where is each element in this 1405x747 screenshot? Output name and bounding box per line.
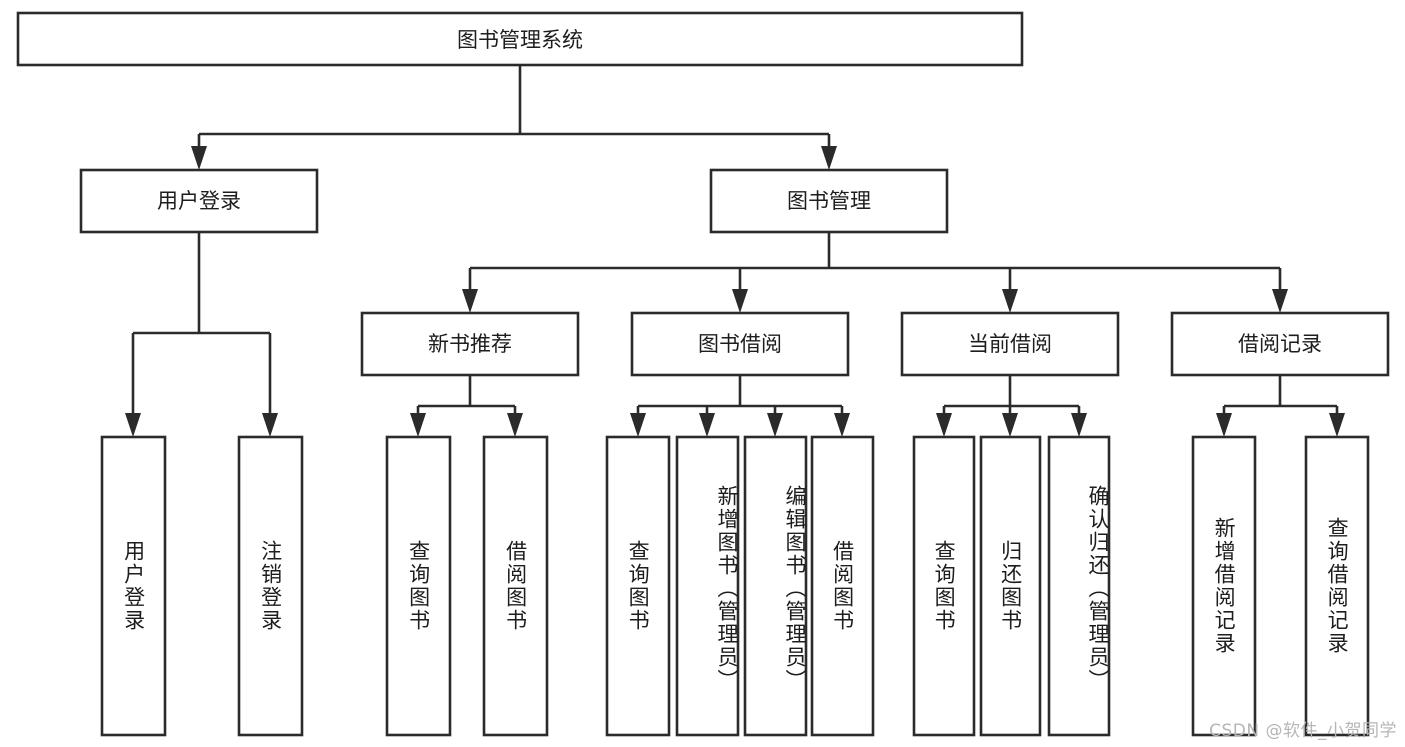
node-book-management-box [709, 168, 949, 234]
node-root-box [16, 11, 1024, 67]
connector-book-management-to-level3 [462, 232, 1288, 313]
node-current-borrow[interactable]: 当前借阅 [900, 311, 1120, 377]
arrow-book-management [821, 146, 837, 170]
leaf-box-add-book-admin[interactable] [675, 435, 740, 737]
node-root[interactable]: 图书管理系统 [16, 11, 1024, 67]
node-book-borrow-label: 图书借阅 [698, 332, 782, 356]
arrow-leaf-add-borrow-record [1216, 413, 1232, 437]
leaf-box-query-book-2[interactable] [605, 435, 671, 737]
node-book-borrow[interactable]: 图书借阅 [630, 311, 850, 377]
connector-root-to-level2 [191, 65, 837, 170]
node-current-borrow-label: 当前借阅 [968, 332, 1052, 356]
leaf-box-borrow-book-1[interactable] [482, 435, 549, 737]
connector-user-login-to-leaves [125, 232, 278, 437]
arrow-leaf-query-book-3 [936, 413, 952, 437]
node-book-management-label: 图书管理 [787, 189, 871, 213]
arrow-leaf-query-book-1 [410, 413, 426, 437]
leaf-box-query-book-3[interactable] [912, 435, 976, 737]
leaf-box-confirm-return-admin[interactable] [1047, 435, 1111, 737]
connector-book-borrow-to-leaves [630, 375, 850, 437]
node-current-borrow-box [900, 311, 1120, 377]
arrow-leaf-query-book-2 [630, 413, 646, 437]
arrow-leaf-add-book-admin [699, 413, 715, 437]
arrow-leaf-user-login [125, 413, 141, 437]
node-user-login[interactable]: 用户登录 [79, 168, 319, 234]
node-borrow-record-box [1170, 311, 1390, 377]
node-borrow-record[interactable]: 借阅记录 [1170, 311, 1390, 377]
arrow-leaf-confirm-return-admin [1071, 413, 1087, 437]
node-borrow-record-label: 借阅记录 [1238, 332, 1322, 356]
arrow-leaf-return-book [1002, 413, 1018, 437]
arrow-leaf-borrow-book-2 [834, 413, 850, 437]
connector-borrow-record-to-leaves [1216, 375, 1345, 437]
leaf-box-return-book[interactable] [979, 435, 1042, 737]
leaf-box-user-login[interactable] [100, 435, 167, 737]
node-new-book-recommend[interactable]: 新书推荐 [360, 311, 580, 377]
node-book-management[interactable]: 图书管理 [709, 168, 949, 234]
node-new-book-recommend-box [360, 311, 580, 377]
arrow-borrow-record [1272, 289, 1288, 313]
node-book-borrow-box [630, 311, 850, 377]
leaf-box-logout-login[interactable] [237, 435, 304, 737]
node-root-label: 图书管理系统 [457, 28, 583, 52]
leaf-box-edit-book-admin[interactable] [743, 435, 808, 737]
arrow-new-book-recommend [462, 289, 478, 313]
leaf-box-query-book-1[interactable] [385, 435, 452, 737]
node-new-book-recommend-label: 新书推荐 [428, 332, 512, 356]
connector-current-borrow-to-leaves [936, 375, 1087, 437]
arrow-user-login [191, 146, 207, 170]
connector-new-book-recommend-to-leaves [410, 375, 523, 437]
csdn-watermark: CSDN @软件_小贺同学 [1209, 721, 1397, 741]
arrow-leaf-logout-login [262, 413, 278, 437]
leaf-box-borrow-book-2[interactable] [810, 435, 875, 737]
arrow-leaf-edit-book-admin [767, 413, 783, 437]
leaf-box-add-borrow-record[interactable] [1191, 435, 1257, 737]
node-user-login-label: 用户登录 [157, 189, 241, 213]
leaf-box-query-borrow-record[interactable] [1304, 435, 1370, 737]
arrow-leaf-borrow-book-1 [507, 413, 523, 437]
arrow-book-borrow [732, 289, 748, 313]
arrow-leaf-query-borrow-record [1329, 413, 1345, 437]
arrow-current-borrow [1002, 289, 1018, 313]
